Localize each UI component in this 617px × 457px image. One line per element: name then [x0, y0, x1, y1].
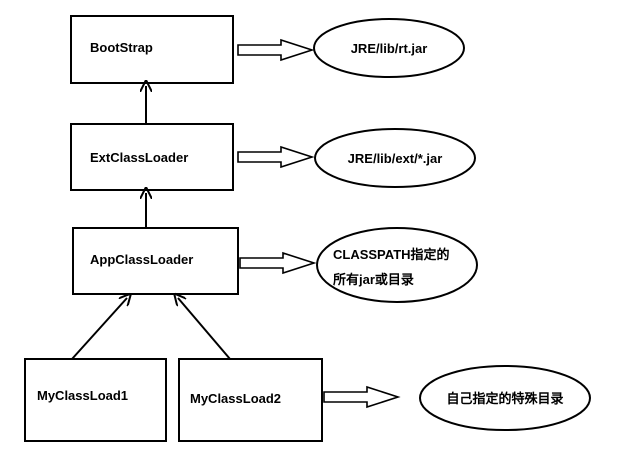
- my-class-load-1-box: [24, 358, 167, 442]
- app-class-loader-label: AppClassLoader: [90, 252, 193, 267]
- bootstrap-target-ellipse: [313, 18, 465, 78]
- app-target-label-line1: CLASSPATH指定的: [333, 247, 450, 262]
- ext-class-loader-label: ExtClassLoader: [90, 150, 188, 165]
- custom-target-label: 自己指定的特殊目录: [446, 391, 563, 406]
- app-class-loader-box: [72, 227, 239, 295]
- custom-load-arrow: [323, 385, 401, 409]
- custom2-to-app-arrow: [178, 298, 231, 360]
- my-class-load-1-label: MyClassLoad1: [37, 388, 128, 403]
- bootstrap-label: BootStrap: [90, 40, 153, 55]
- ext-load-arrow: [237, 145, 315, 169]
- ext-target-ellipse: [314, 128, 476, 188]
- custom-target-ellipse: [419, 365, 591, 431]
- app-target-label-line2: 所有jar或目录: [333, 272, 414, 287]
- ext-target-label: JRE/lib/ext/*.jar: [348, 151, 443, 166]
- custom1-to-app-arrow: [71, 298, 127, 360]
- bootstrap-load-arrow: [237, 38, 315, 62]
- my-class-load-2-box: [178, 358, 323, 442]
- my-class-load-2-label: MyClassLoad2: [190, 391, 281, 406]
- ext-class-loader-box: [70, 123, 234, 191]
- app-load-arrow: [239, 251, 317, 275]
- app-target-ellipse: [316, 227, 478, 303]
- bootstrap-target-label: JRE/lib/rt.jar: [351, 41, 428, 56]
- bootstrap-box: [70, 15, 234, 84]
